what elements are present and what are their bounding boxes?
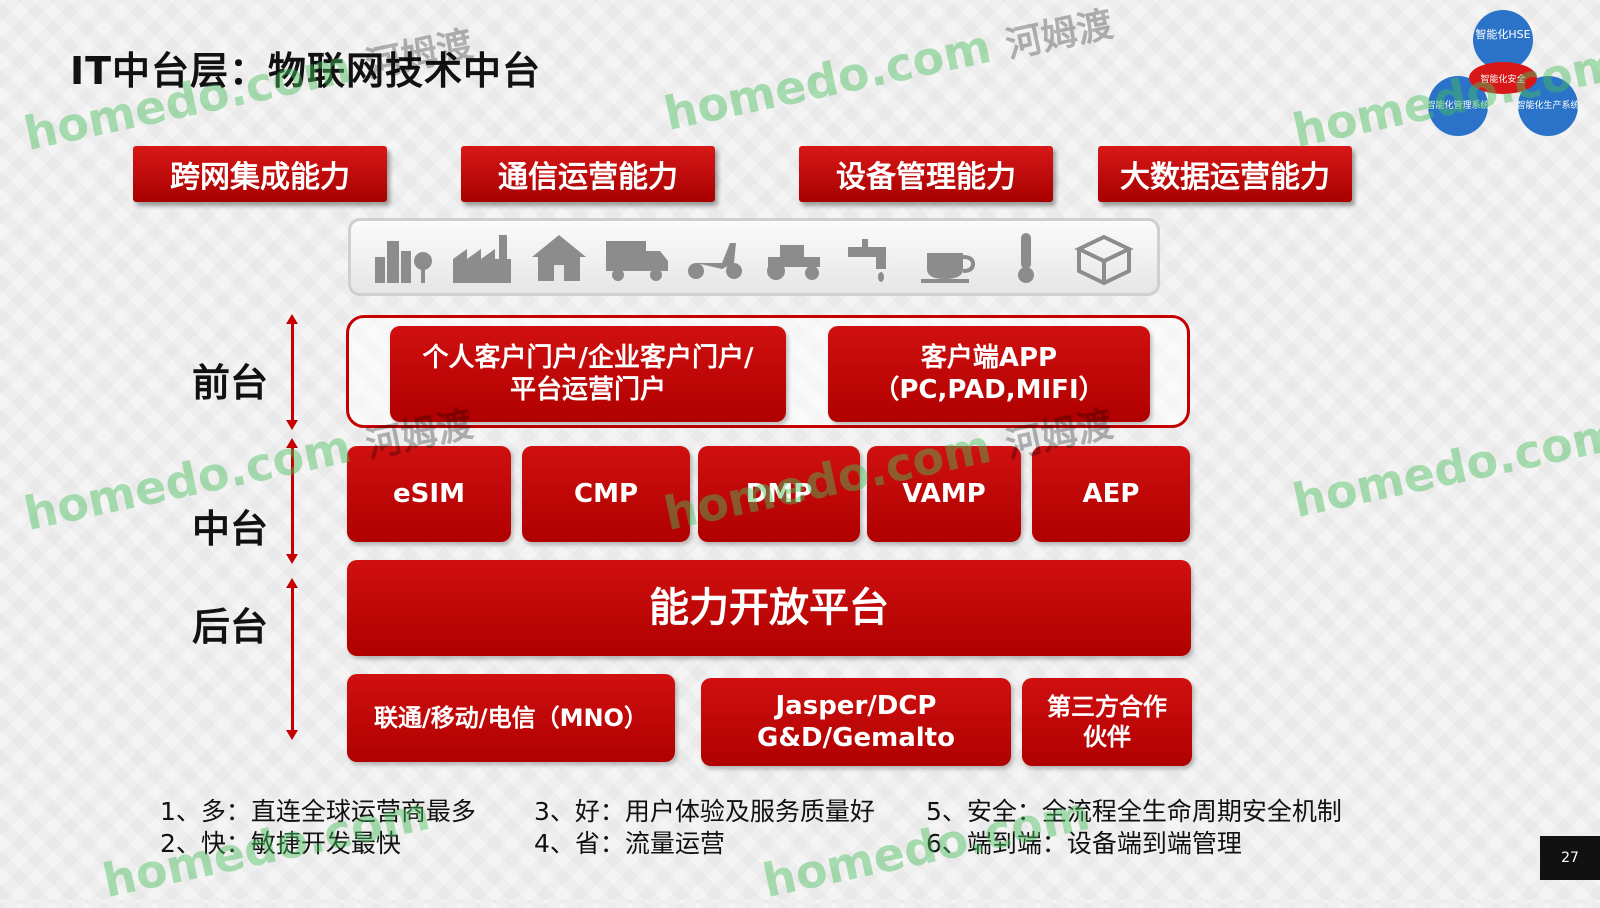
- factory-icon: [452, 235, 511, 283]
- vamp-box: VAMP: [867, 446, 1021, 542]
- third-party-box-line1: 第三方合作: [1047, 693, 1167, 721]
- thermometer-icon: [1018, 233, 1035, 283]
- third-party-box: 第三方合作 伙伴: [1022, 678, 1192, 766]
- truck-icon: [606, 241, 669, 281]
- page-title: IT中台层：物联网技术中台: [70, 49, 542, 93]
- jasper-box-line2: G&D/Gemalto: [757, 723, 955, 753]
- notes-column-1: 1、多：直连全球运营商最多 2、快：敏捷开发最快: [160, 796, 476, 860]
- capability-bigdata-ops: 大数据运营能力: [1098, 146, 1352, 202]
- note-item: 6、端到端：设备端到端管理: [926, 829, 1242, 858]
- package-box-icon: [1074, 234, 1134, 285]
- scooter-icon: [688, 243, 743, 279]
- portal-box-line1: 个人客户门户/企业客户门户/: [422, 342, 754, 373]
- front-layer-arrow: [286, 314, 298, 430]
- mno-box: 联通/移动/电信（MNO）: [347, 674, 675, 762]
- client-app-box-line1: 客户端APP: [920, 342, 1058, 373]
- watermark-brand: homedo.com: [1288, 406, 1600, 528]
- back-layer-arrow: [286, 578, 298, 740]
- logo-center-text: 智能化安全: [1480, 73, 1525, 85]
- watermark: homedo.com 河姆渡: [659, 0, 1117, 141]
- page-number: 27: [1540, 836, 1600, 880]
- third-party-box-line2: 伙伴: [1083, 723, 1131, 751]
- note-item: 4、省：流量运营: [534, 829, 725, 858]
- dmp-box: DMP: [698, 446, 860, 542]
- capability-communication-ops: 通信运营能力: [461, 146, 715, 202]
- water-tap-icon: [847, 239, 886, 282]
- back-layer-label: 后台: [192, 605, 269, 649]
- cmp-box: CMP: [522, 446, 690, 542]
- watermark-brand: homedo.com: [19, 418, 356, 541]
- logo-right-text: 智能化生产系统: [1516, 99, 1579, 111]
- open-platform-box: 能力开放平台: [347, 560, 1191, 656]
- portal-box-line2: 平台运营门户: [509, 375, 666, 405]
- esim-box: eSIM: [347, 446, 511, 542]
- note-item: 5、安全：全流程全生命周期安全机制: [926, 797, 1342, 826]
- watermark-brand: homedo.com: [659, 18, 996, 141]
- middle-layer-arrow: [286, 438, 298, 564]
- tractor-icon: [766, 245, 820, 280]
- coffee-cup-icon: [921, 253, 976, 283]
- capability-device-management: 设备管理能力: [799, 146, 1053, 202]
- portal-box: 个人客户门户/企业客户门户/ 平台运营门户: [390, 326, 786, 422]
- capability-cross-network: 跨网集成能力: [133, 146, 387, 202]
- aep-box: AEP: [1032, 446, 1190, 542]
- notes-column-3: 5、安全：全流程全生命周期安全机制 6、端到端：设备端到端管理: [926, 796, 1342, 860]
- logo-top-text: 智能化HSE: [1475, 27, 1530, 41]
- device-icon-strip: [348, 218, 1160, 296]
- house-icon: [532, 235, 587, 281]
- client-app-box-line2: （PC,PAD,MIFI）: [873, 375, 1105, 405]
- front-layer-label: 前台: [192, 361, 269, 405]
- city-buildings-icon: [374, 241, 432, 283]
- watermark: homedo.com: [1288, 406, 1600, 528]
- watermark-cn: 河姆渡: [1002, 3, 1117, 67]
- logo-left-text: 智能化管理系统: [1426, 99, 1489, 111]
- middle-layer-label: 中台: [192, 507, 269, 551]
- note-item: 3、好：用户体验及服务质量好: [534, 797, 875, 826]
- jasper-box: Jasper/DCP G&D/Gemalto: [701, 678, 1011, 766]
- notes-column-2: 3、好：用户体验及服务质量好 4、省：流量运营: [534, 796, 875, 860]
- hse-logo: 智能化HSE 智能化管理系统 智能化生产系统 智能化安全: [1426, 10, 1580, 136]
- client-app-box: 客户端APP （PC,PAD,MIFI）: [828, 326, 1150, 422]
- note-item: 2、快：敏捷开发最快: [160, 829, 401, 858]
- note-item: 1、多：直连全球运营商最多: [160, 797, 476, 826]
- jasper-box-line1: Jasper/DCP: [775, 690, 937, 721]
